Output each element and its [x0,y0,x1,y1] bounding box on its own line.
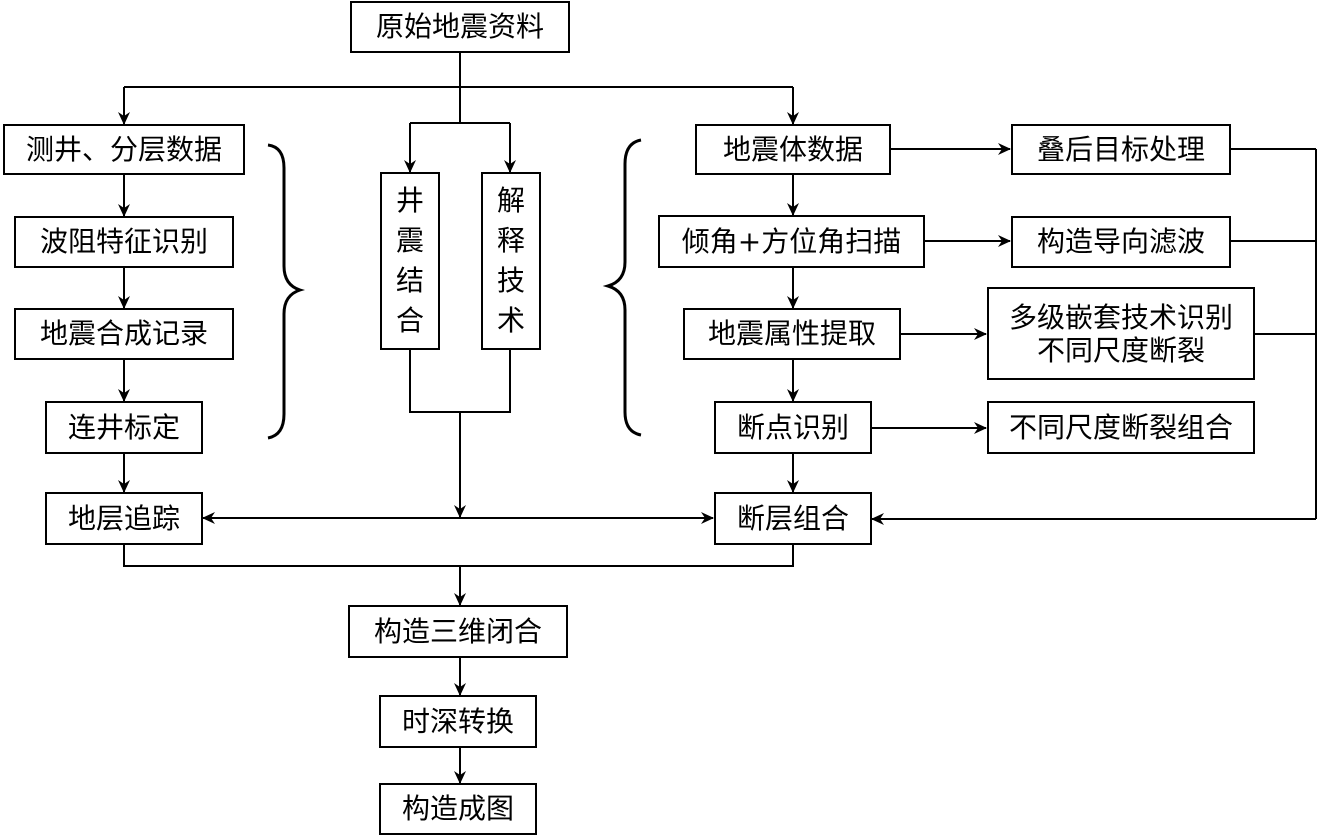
right-curly-brace [267,143,306,440]
structure-mapping-label: 构造成图 [401,792,514,825]
horizon-tracking-label: 地层追踪 [67,501,180,535]
well-seismic-char: 结 [395,264,424,297]
fault-scale-combination-label: 不同尺度断裂组合 [1008,410,1233,444]
raw-seismic-data-box: 原始地震资料 [350,1,570,53]
breakpoint-identification-box: 断点识别 [714,401,872,454]
interpretation-tech-box: 解 释 技 术 [481,172,541,350]
structure-closure-label: 构造三维闭合 [373,614,542,648]
dip-azimuth-scan-label: 倾角+方位角扫描 [681,224,902,258]
multilevel-identification-box: 多级嵌套技术识别 不同尺度断裂 [987,287,1255,380]
well-seismic-char: 井 [395,184,424,217]
breakpoint-identification-label: 断点识别 [736,410,849,444]
well-seismic-box: 井 震 结 合 [380,172,440,350]
time-depth-conversion-label: 时深转换 [401,704,514,738]
post-stack-processing-box: 叠后目标处理 [1011,124,1231,175]
structure-filter-box: 构造导向滤波 [1011,216,1231,268]
multilevel-line-1: 多级嵌套技术识别 [1008,300,1233,334]
seismic-volume-box: 地震体数据 [695,124,891,175]
interpretation-tech-char: 术 [496,304,525,337]
well-calibration-label: 连井标定 [67,410,180,444]
post-stack-processing-label: 叠后目标处理 [1036,132,1205,166]
interpretation-tech-char: 解 [496,184,525,217]
synthetic-record-label: 地震合成记录 [39,317,208,350]
well-calibration-box: 连井标定 [45,401,203,454]
fault-scale-combination-box: 不同尺度断裂组合 [987,401,1255,454]
edge-center-merge [409,350,511,413]
well-seismic-char: 震 [395,224,424,257]
interpretation-tech-char: 释 [496,224,525,257]
attribute-extraction-label: 地震属性提取 [707,317,876,350]
impedance-label: 波阻特征识别 [39,225,208,258]
multilevel-line-2: 不同尺度断裂 [1036,333,1205,367]
fault-combination-box: 断层组合 [714,492,872,545]
fault-combination-label: 断层组合 [736,501,849,535]
seismic-volume-label: 地震体数据 [722,132,863,166]
left-curly-brace [602,138,642,437]
structure-filter-label: 构造导向滤波 [1036,225,1205,258]
attribute-extraction-box: 地震属性提取 [683,308,901,360]
well-logs-box: 测井、分层数据 [3,124,245,175]
horizon-tracking-box: 地层追踪 [45,492,203,545]
impedance-box: 波阻特征识别 [14,216,234,268]
raw-seismic-data-label: 原始地震资料 [375,10,544,43]
well-logs-label: 测井、分层数据 [25,132,222,166]
time-depth-conversion-box: 时深转换 [379,695,537,748]
well-seismic-char: 合 [395,304,424,337]
structure-mapping-box: 构造成图 [379,783,537,835]
interpretation-tech-char: 技 [496,264,525,297]
synthetic-record-box: 地震合成记录 [14,308,234,360]
structure-closure-box: 构造三维闭合 [348,605,568,658]
dip-azimuth-scan-box: 倾角+方位角扫描 [658,215,925,268]
edge-bottom-merge [123,545,794,567]
